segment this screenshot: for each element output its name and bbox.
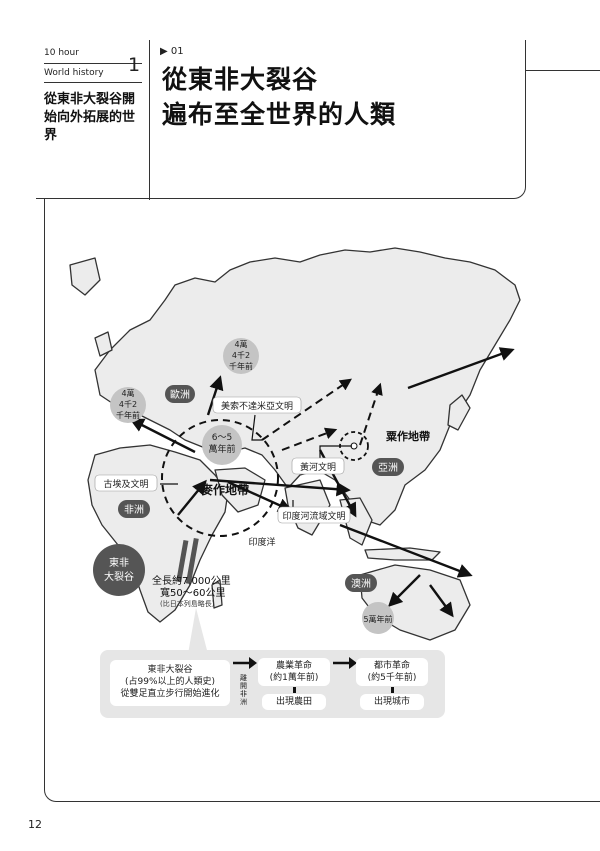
bubble-40000-north bbox=[223, 338, 259, 374]
flow-box-city: 出現城市 bbox=[360, 694, 424, 710]
svg-text:萬年前: 萬年前 bbox=[208, 443, 235, 455]
header-bottom-line bbox=[36, 198, 156, 199]
bubble-40000-north-text: 4萬 bbox=[234, 339, 247, 349]
arrow-africa-north bbox=[177, 479, 207, 516]
greenland-landmass bbox=[69, 257, 101, 296]
page-title-line-2: 遍布至全世界的人類 bbox=[162, 100, 397, 129]
madagascar-landmass bbox=[211, 579, 223, 609]
bubble-40000-west-text: 4萬 bbox=[121, 388, 134, 398]
rift-note-label: (比日本列島略長) bbox=[160, 599, 215, 608]
arabia-landmass bbox=[214, 467, 266, 513]
agri-title: 農業革命 bbox=[275, 661, 312, 671]
header-frame bbox=[149, 40, 526, 199]
bubble-40000-west bbox=[110, 387, 146, 423]
rift-width-label: 寬50〜60公里 bbox=[160, 586, 225, 599]
flow-box-agriculture: 農業革命 (約1萬年前) bbox=[258, 658, 330, 686]
flow-box-farmland: 出現農田 bbox=[262, 694, 326, 710]
bubble-60000-text: 6〜5 bbox=[212, 433, 232, 443]
flow-box-rift: 東非大裂谷 (占99%以上的人類史) 從雙足直立步行開始進化 bbox=[110, 660, 230, 706]
mesopotamia-label-bg bbox=[212, 396, 302, 414]
australia-label-bg bbox=[345, 574, 377, 592]
arrow-europe-north bbox=[206, 375, 224, 416]
header-vertical-rule bbox=[149, 40, 150, 200]
svg-text:千年前: 千年前 bbox=[229, 361, 253, 371]
divider bbox=[44, 63, 142, 64]
europe-label-bg bbox=[165, 385, 195, 403]
flow-rift-share: (占99%以上的人類史) bbox=[124, 677, 216, 687]
svg-text:大裂谷: 大裂谷 bbox=[104, 570, 134, 583]
arrow-west-europe bbox=[129, 418, 196, 454]
arrow-east-asia bbox=[407, 347, 515, 390]
australia-label: 澳洲 bbox=[351, 577, 371, 590]
series-name-top: 10 hour bbox=[44, 48, 79, 58]
indian-ocean-label: 印度洋 bbox=[248, 536, 275, 548]
leave-africa-label: 離開非洲 bbox=[240, 674, 247, 706]
wheat-zone-circle bbox=[161, 419, 279, 537]
flow-rift-desc: 從雙足直立步行開始進化 bbox=[120, 689, 220, 699]
rift-length-label: 全長約7,000公里 bbox=[152, 574, 231, 587]
chapter-number: 1 bbox=[128, 54, 141, 76]
arrow-to-indochina bbox=[339, 523, 473, 578]
rift-bar-1 bbox=[176, 539, 189, 583]
connector-yellow-river bbox=[319, 445, 352, 458]
arrow-dashed-middle bbox=[281, 427, 338, 451]
europe-label: 歐洲 bbox=[170, 388, 190, 401]
arrow-to-indus bbox=[227, 480, 293, 512]
egypt-label: 古埃及文明 bbox=[103, 478, 148, 490]
arrow-dashed-north bbox=[261, 378, 352, 441]
page-number: 12 bbox=[28, 818, 42, 831]
urban-connector bbox=[391, 687, 394, 693]
asia-label: 亞洲 bbox=[378, 462, 398, 474]
eurasia-landmass bbox=[94, 247, 521, 526]
flow-box-urban: 都市革命 (約5千年前) bbox=[356, 658, 428, 686]
yellow-river-label-bg bbox=[291, 457, 345, 475]
arrow-australia-south bbox=[429, 584, 454, 618]
egypt-label-bg bbox=[94, 474, 158, 492]
arrow-to-australia bbox=[387, 574, 421, 608]
bubble-60000 bbox=[202, 425, 242, 465]
svg-text:千年前: 千年前 bbox=[116, 410, 140, 420]
bubble-50000-aus-text: 5萬年前 bbox=[363, 614, 392, 624]
africa-label-bg bbox=[118, 500, 150, 518]
content-frame bbox=[44, 199, 600, 802]
asia-label-bg bbox=[372, 458, 404, 476]
header-tail-line bbox=[525, 70, 600, 71]
africa-label: 非洲 bbox=[124, 504, 144, 516]
arrow-to-asia bbox=[209, 478, 351, 497]
yellow-river-label: 黃河文明 bbox=[300, 461, 336, 473]
svg-text:4千2: 4千2 bbox=[119, 399, 137, 409]
east-africa-rift-bubble bbox=[93, 544, 145, 596]
page-title: 從東非大裂谷 遍布至全世界的人類 bbox=[162, 62, 396, 132]
japan-landmass bbox=[447, 394, 471, 431]
indus-label: 印度河流域文明 bbox=[282, 510, 345, 522]
rice-zone-label: 粟作地帶 bbox=[385, 429, 430, 443]
page-title-line-1: 從東非大裂谷 bbox=[162, 65, 319, 94]
agri-sub: (約1萬年前) bbox=[269, 673, 319, 683]
connector-mesopotamia bbox=[251, 414, 262, 441]
urban-title: 都市革命 bbox=[373, 661, 410, 671]
series-name-bottom: World history bbox=[44, 68, 104, 78]
flow-arrow-2 bbox=[333, 657, 357, 669]
mesopotamia-label: 美索不達米亞文明 bbox=[221, 400, 293, 412]
flow-rift-title: 東非大裂谷 bbox=[147, 665, 193, 675]
section-marker: ▶ 01 bbox=[160, 46, 184, 57]
rift-bar-2 bbox=[185, 537, 199, 585]
indus-label-bg bbox=[277, 506, 351, 524]
east-africa-rift-label: 東非 bbox=[109, 556, 129, 569]
world-map-illustration: 4萬 4千2 千年前 4萬 4千2 千年前 6〜5 萬年前 5萬年前 歐洲 非洲… bbox=[69, 247, 521, 641]
callout-pointer bbox=[188, 608, 208, 654]
british-isles-landmass bbox=[94, 331, 113, 357]
flow-arrow-1 bbox=[233, 657, 257, 669]
svg-text:4千2: 4千2 bbox=[232, 350, 250, 360]
divider bbox=[44, 82, 142, 83]
urban-sub: (約5千年前) bbox=[367, 673, 417, 683]
wheat-zone-label: 麥作地帶 bbox=[200, 482, 249, 497]
arrow-dashed-rice bbox=[359, 382, 383, 446]
agri-connector bbox=[293, 687, 296, 693]
chapter-side-title: 從東非大裂谷開始向外拓展的世界 bbox=[44, 92, 136, 143]
bubble-50000-aus bbox=[362, 602, 394, 634]
